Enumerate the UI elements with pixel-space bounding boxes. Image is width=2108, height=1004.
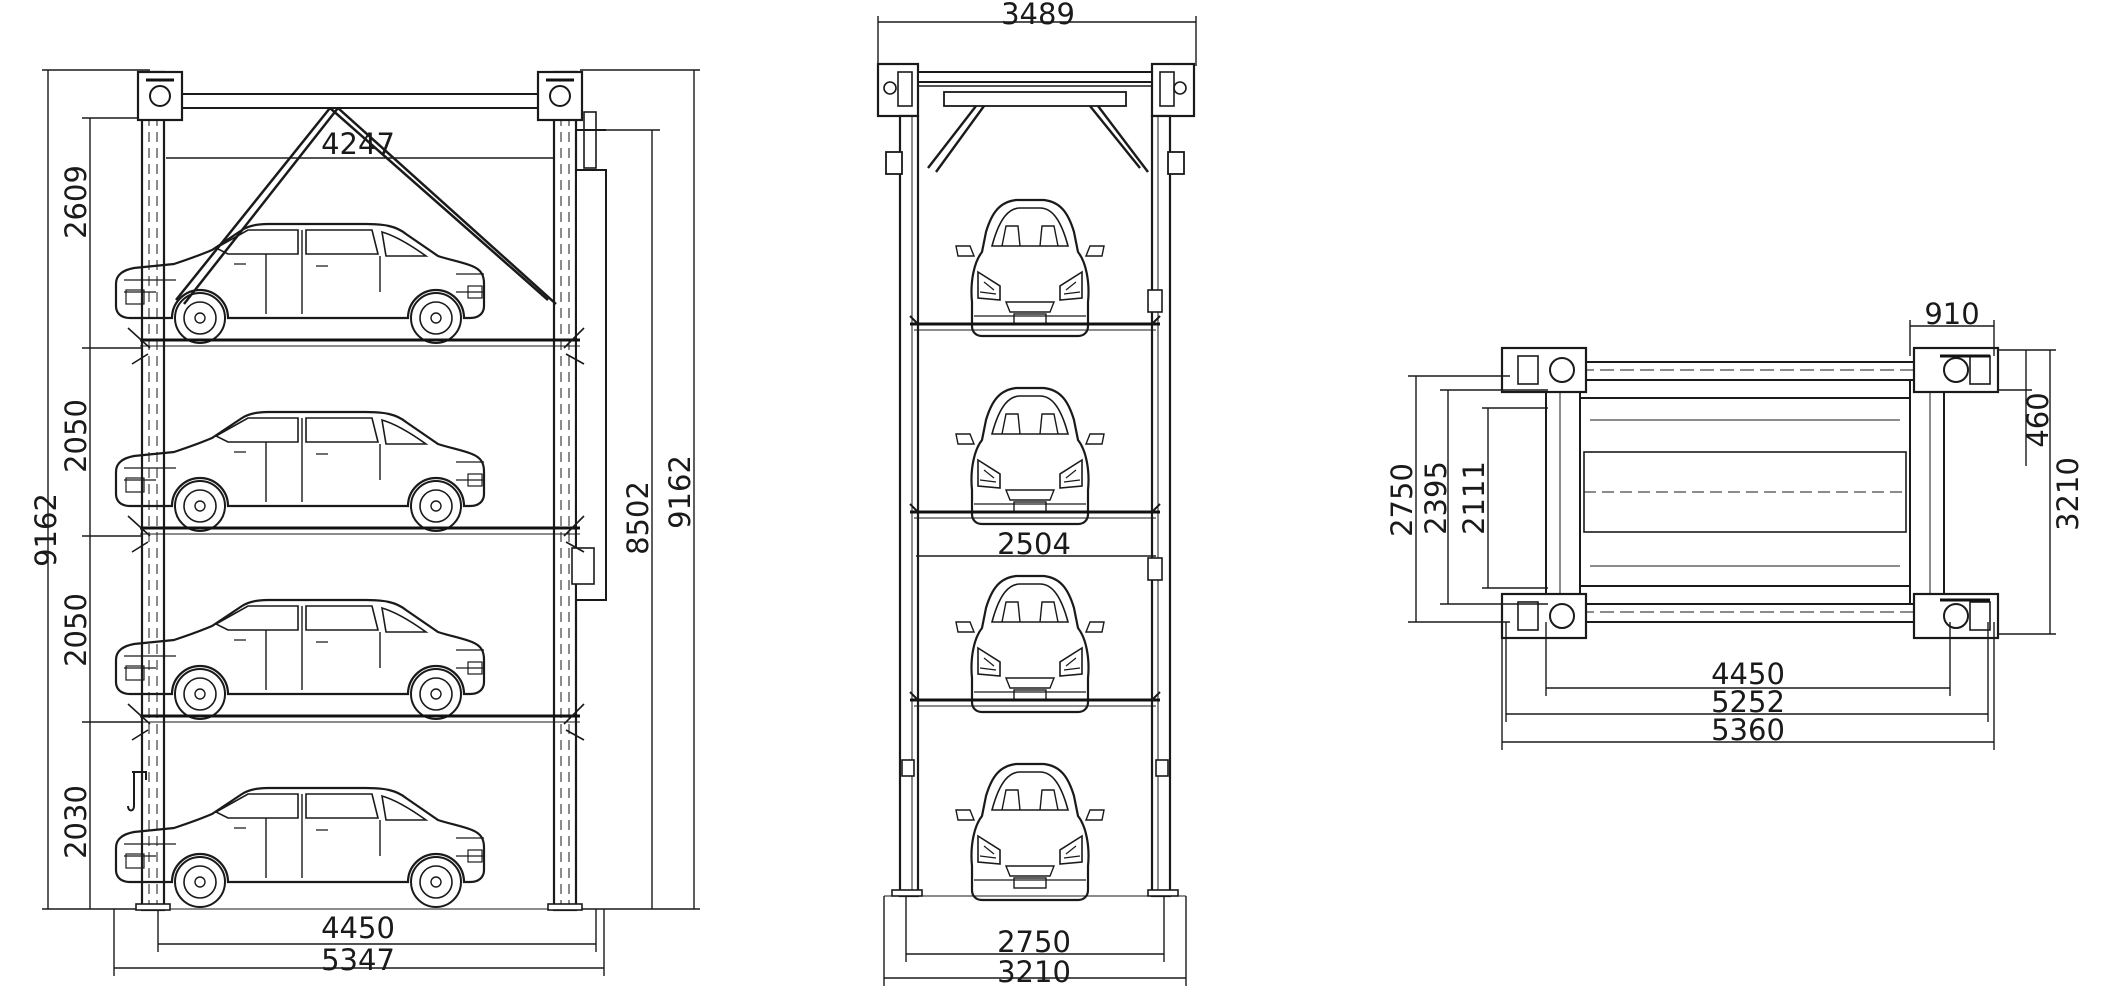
- dim-post-span: 4450: [321, 911, 395, 945]
- dim-level-4: 2030: [59, 785, 93, 859]
- dim-front-platform-width: 2504: [997, 527, 1071, 561]
- side-view: [42, 69, 700, 976]
- dim-top-post-offset: 460: [2021, 392, 2055, 447]
- dim-top-platform-width: 2111: [1457, 461, 1491, 535]
- dim-level-2: 2050: [59, 399, 93, 473]
- front-view: [876, 16, 1197, 986]
- dim-level-1: 2609: [59, 165, 93, 239]
- dim-front-post-inner: 2750: [997, 925, 1071, 959]
- dim-rail-height: 8502: [621, 481, 655, 555]
- dim-inner-width: 4247: [321, 127, 395, 161]
- dim-top-rail-width: 2395: [1419, 461, 1453, 535]
- dim-top-width-partial: 3489: [1001, 0, 1075, 31]
- dim-overall-length: 5347: [321, 943, 395, 977]
- dim-top-overall-width: 3210: [2051, 457, 2085, 531]
- dim-total-height-left: 9162: [29, 493, 63, 567]
- dim-top-overall-length: 5360: [1711, 713, 1785, 747]
- top-view: [1408, 320, 2056, 750]
- dim-level-3: 2050: [59, 593, 93, 667]
- dim-top-span: 4450: [1711, 657, 1785, 691]
- dim-top-outer-width: 2750: [1385, 463, 1419, 537]
- dim-total-height-right: 9162: [663, 455, 697, 529]
- dim-top-beam-length: 5252: [1711, 685, 1785, 719]
- dim-top-post-depth: 910: [1924, 297, 1979, 331]
- dim-front-overall-width: 3210: [997, 955, 1071, 989]
